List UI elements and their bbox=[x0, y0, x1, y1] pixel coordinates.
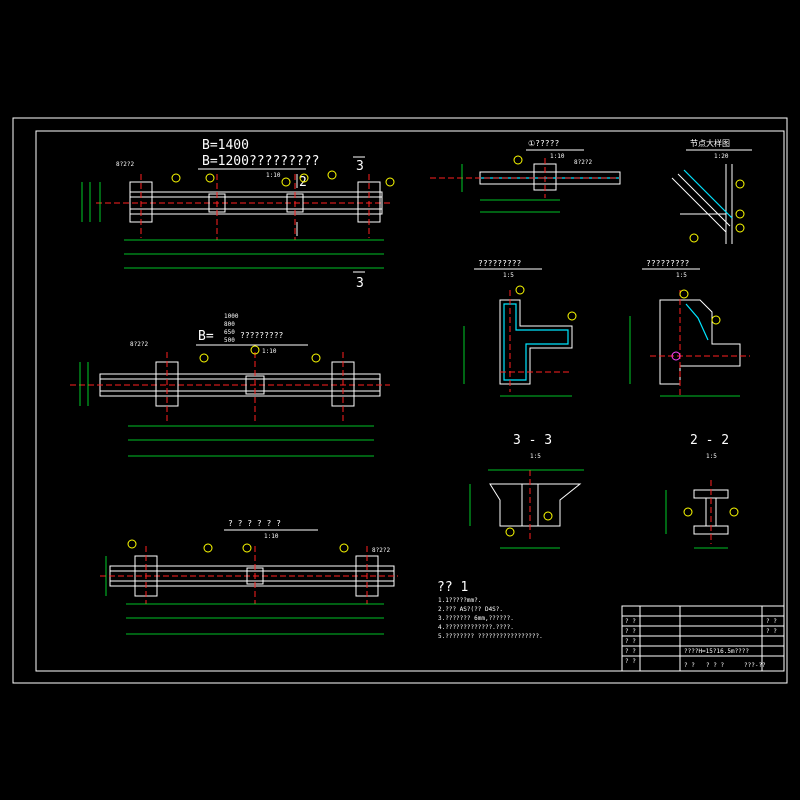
beam3-scale: 1:10 bbox=[264, 533, 279, 540]
beam2-b-suffix: ????????? bbox=[240, 331, 284, 340]
tb-right-label-1: ? ? bbox=[766, 618, 777, 625]
beam1-scale: 1:10 bbox=[266, 172, 281, 179]
section22-view: 2 - 2 1:5 bbox=[665, 433, 739, 549]
tb-bottom-6: ???-?? bbox=[744, 662, 766, 669]
node-scale: 1:20 bbox=[714, 153, 729, 160]
notes-line-4: 4.?????????????.????. bbox=[438, 624, 514, 631]
notes-line-3: 3.??????? 6mm,??????. bbox=[438, 615, 514, 622]
detail1-scale: 1:10 bbox=[550, 153, 565, 160]
beam2-b-value-4: 500 bbox=[224, 337, 235, 344]
beam2-view: B= 1000 800 650 500 ????????? 1:10 8?2?2 bbox=[70, 313, 390, 457]
detail1-weld: 8?2?2 bbox=[574, 159, 592, 166]
beam2-b-value-1: 1000 bbox=[224, 313, 239, 320]
beam1-sec-mid: 2 bbox=[299, 175, 307, 190]
notes-line-2: 2.??? AS?(?? D4S?. bbox=[438, 606, 503, 613]
corner1-title: ????????? bbox=[478, 259, 522, 268]
corner2-title: ????????? bbox=[646, 259, 690, 268]
inner-frame bbox=[35, 130, 785, 672]
beam1-view: B=1400 B=1200????????? 1:10 3 3 2 8?2?2 bbox=[81, 138, 395, 291]
tb-row-label-4: ? ? bbox=[625, 648, 636, 655]
beam2-weld: 8?2?2 bbox=[130, 341, 148, 348]
section33-view: 3 - 3 1:5 bbox=[469, 433, 584, 549]
beam2-b-prefix: B= bbox=[198, 329, 214, 344]
sec33-scale: 1:5 bbox=[530, 453, 541, 460]
sec22-scale: 1:5 bbox=[706, 453, 717, 460]
tb-bottom-4: ? ? ? bbox=[706, 662, 724, 669]
sec33-title: 3 - 3 bbox=[513, 433, 552, 448]
title-block: ? ? ? ? ? ? ? ? ? ? ????H=15?16.5m???? ?… bbox=[621, 605, 785, 672]
node-title: 节点大样图 bbox=[690, 138, 730, 148]
detail1-title: ①????? bbox=[528, 139, 559, 148]
tb-row-label-3: ? ? bbox=[625, 638, 636, 645]
tb-row-label-5: ? ? bbox=[625, 658, 636, 665]
corner2-scale: 1:5 bbox=[676, 272, 687, 279]
detail1-view: ①????? 1:10 8?2?2 bbox=[430, 139, 621, 213]
beam1-weld: 8?2?2 bbox=[116, 161, 134, 168]
beam1-b-label2: B=1200????????? bbox=[202, 154, 319, 169]
sec22-title: 2 - 2 bbox=[690, 433, 729, 448]
beam3-view: ? ? ? ? ? ? 1:10 8?2?2 bbox=[100, 519, 398, 635]
beam3-title: ? ? ? ? ? ? bbox=[228, 519, 281, 528]
beam2-b-value-3: 650 bbox=[224, 329, 235, 336]
notes-heading: ?? 1 bbox=[437, 580, 468, 595]
node-view: 节点大样图 1:20 bbox=[671, 138, 752, 244]
beam1-sec-left: 3 bbox=[356, 159, 364, 174]
beam3-weld: 8?2?2 bbox=[372, 547, 390, 554]
tb-right-label-2: ? ? bbox=[766, 628, 777, 635]
corner1-scale: 1:5 bbox=[503, 272, 514, 279]
notes-line-1: 1.1?????mm?. bbox=[438, 597, 481, 604]
tb-row-label-2: ? ? bbox=[625, 628, 636, 635]
beam2-b-value-2: 800 bbox=[224, 321, 235, 328]
beam1-sec-right: 3 bbox=[356, 276, 364, 291]
corner2-view: ????????? 1:5 bbox=[629, 259, 750, 397]
notes-block: ?? 1 1.1?????mm?. 2.??? AS?(?? D4S?. 3.?… bbox=[437, 580, 543, 640]
tb-project: ????H=15?16.5m???? bbox=[684, 648, 749, 655]
outer-frame bbox=[12, 117, 788, 684]
beam2-scale: 1:10 bbox=[262, 348, 277, 355]
notes-line-5: 5.???????? ?????????????????. bbox=[438, 633, 543, 640]
tb-bottom-1: ? ? bbox=[684, 662, 695, 669]
tb-row-label-1: ? ? bbox=[625, 618, 636, 625]
beam1-b-label1: B=1400 bbox=[202, 138, 249, 153]
corner1-view: ????????? 1:5 bbox=[463, 259, 577, 397]
